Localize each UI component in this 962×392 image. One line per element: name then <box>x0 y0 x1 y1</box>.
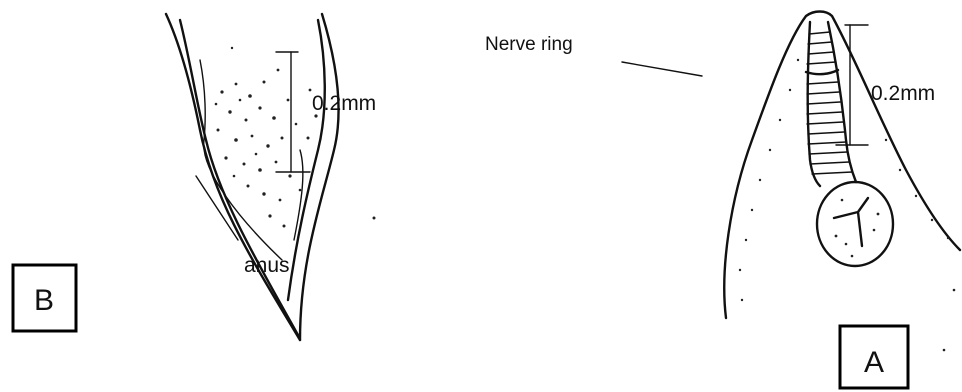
panel-b: 0.2mm anus B <box>13 14 376 340</box>
scale-label-b: 0.2mm <box>312 92 376 115</box>
oesophagus-annulations <box>807 32 852 174</box>
bulb-valve <box>834 198 868 246</box>
scale-bar-b <box>276 52 310 172</box>
bulb-stipple <box>835 199 880 258</box>
scale-label-a: 0.2mm <box>871 82 935 105</box>
nerve-ring-pointer-line <box>622 62 702 76</box>
panel-a: 0.2mm Nerve ring A <box>485 12 960 389</box>
stippling-b <box>215 47 376 228</box>
tail-outline-right <box>300 14 338 340</box>
basal-bulb <box>817 182 893 266</box>
nerve-ring-label: Nerve ring <box>485 34 573 55</box>
anus-label: anus <box>244 254 290 277</box>
scale-bar-a <box>836 25 868 145</box>
tail-outline-left <box>166 14 300 340</box>
head-outline <box>724 12 960 319</box>
nerve-ring <box>806 70 838 74</box>
panel-a-label: A <box>864 346 884 379</box>
panel-b-label: B <box>34 284 54 317</box>
